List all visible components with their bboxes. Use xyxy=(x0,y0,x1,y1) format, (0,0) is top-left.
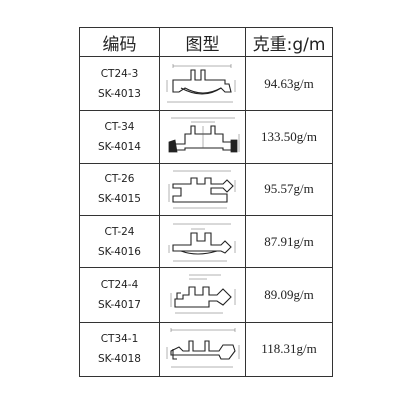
weight-cell: 133.50g/m xyxy=(245,110,333,164)
table-row: CT24-3 SK-4013 94.63g/m xyxy=(79,55,333,112)
code-cell: CT-34 SK-4014 xyxy=(79,110,160,164)
header-drawing: 图型 xyxy=(159,27,246,57)
model-code: CT-34 xyxy=(104,120,135,133)
model-code: CT24-3 xyxy=(100,67,139,80)
code-cell: CT24-3 SK-4013 xyxy=(79,55,160,112)
table-row: CT-24 SK-4016 87.91g/m xyxy=(79,214,333,269)
profile-drawing xyxy=(168,117,239,153)
drawing-cell xyxy=(159,321,246,378)
sku-code: SK-4018 xyxy=(98,353,141,366)
weight-cell: 118.31g/m xyxy=(245,321,333,378)
code-cell: CT-26 SK-4015 xyxy=(79,162,160,216)
weight-cell: 94.63g/m xyxy=(245,55,333,112)
code-cell: CT-24 SK-4016 xyxy=(79,214,160,269)
table-row: CT-34 SK-4014 133.50g/m xyxy=(79,110,333,164)
sku-code: SK-4015 xyxy=(98,193,141,206)
drawing-cell xyxy=(159,162,246,216)
drawing-cell xyxy=(159,110,246,164)
weight-cell: 89.09g/m xyxy=(245,267,333,323)
model-code: CT-26 xyxy=(104,173,135,186)
code-cell: CT34-1 SK-4018 xyxy=(79,321,160,378)
drawing-cell xyxy=(159,214,246,269)
table-row: CT34-1 SK-4018 118.31g/m xyxy=(79,321,333,378)
profile-drawing xyxy=(170,274,235,314)
table-row: CT-26 SK-4015 95.57g/m xyxy=(79,162,333,216)
sku-code: SK-4013 xyxy=(98,87,141,100)
profile-drawing xyxy=(168,171,235,209)
weight-cell: 87.91g/m xyxy=(245,214,333,269)
model-code: CT34-1 xyxy=(100,333,139,346)
header-weight: 克重:g/m xyxy=(245,27,333,57)
table-row: CT24-4 SK-4017 89.09g/m xyxy=(79,267,333,323)
header-code: 编码 xyxy=(79,27,160,57)
drawing-cell xyxy=(159,55,246,112)
profile-drawing xyxy=(168,223,235,261)
model-code: CT24-4 xyxy=(100,278,139,291)
model-code: CT-24 xyxy=(104,225,135,238)
sku-code: SK-4014 xyxy=(98,140,141,153)
sku-code: SK-4016 xyxy=(98,245,141,258)
profile-spec-table: 编码 图型 克重:g/m CT24-3 SK-4013 94.63g/m CT xyxy=(79,27,333,378)
drawing-cell xyxy=(159,267,246,323)
sku-code: SK-4017 xyxy=(98,298,141,311)
code-cell: CT24-4 SK-4017 xyxy=(79,267,160,323)
profile-drawing xyxy=(166,63,235,102)
profile-drawing xyxy=(166,328,239,368)
weight-cell: 95.57g/m xyxy=(245,162,333,216)
header-row: 编码 图型 克重:g/m xyxy=(79,27,333,57)
